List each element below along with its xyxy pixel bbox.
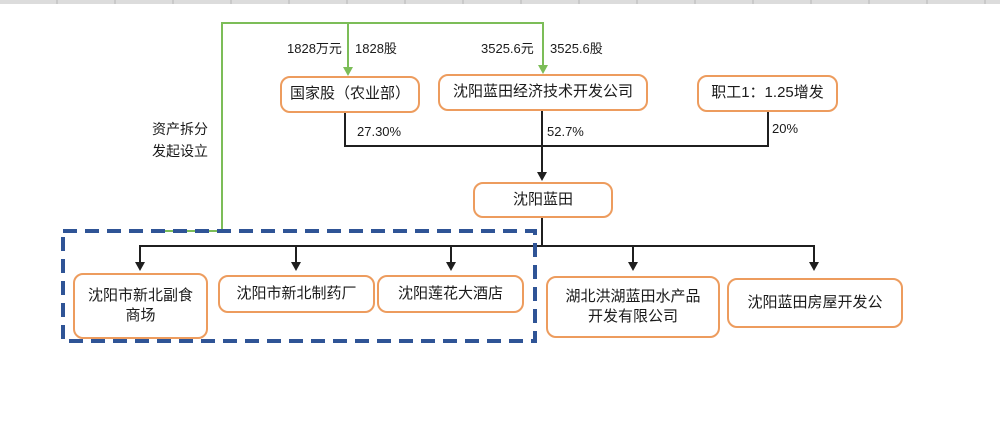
connector-company-bottom	[541, 218, 543, 247]
split-line-drop-2	[542, 22, 544, 65]
connector-stub-employee	[767, 112, 769, 147]
top-edge-artifact	[0, 0, 1000, 4]
capital-shares-left: 1828股	[355, 41, 397, 56]
connector-drop-subsidiary-3	[450, 245, 452, 263]
split-line-foot	[155, 230, 223, 232]
capital-amount-left: 1828万元	[287, 41, 342, 56]
node-label: 沈阳蓝田经济技术开发公司	[452, 83, 633, 101]
connector-drop-subsidiary-5	[813, 245, 815, 263]
node-state-share: 国家股（农业部）	[280, 76, 420, 113]
stake-label-state-share: 27.30%	[357, 124, 402, 139]
node-dev-company: 沈阳蓝田经济技术开发公司	[438, 74, 648, 111]
connector-drop-subsidiary-1	[139, 245, 141, 263]
node-label: 沈阳市新北副食 商场	[87, 286, 193, 324]
node-label: 湖北洪湖蓝田水产品 开发有限公司	[565, 287, 701, 325]
arrowhead-down-icon	[537, 172, 547, 181]
capital-amount-right: 3525.6元	[481, 41, 534, 56]
connector-drop-subsidiary-2	[295, 245, 297, 263]
node-label: 沈阳莲花大酒店	[397, 284, 503, 302]
node-label: 国家股（农业部）	[289, 85, 410, 103]
arrowhead-down-icon	[446, 262, 456, 271]
split-line-left-vertical	[221, 22, 223, 232]
node-subsidiary-pharma-factory: 沈阳市新北制药厂	[218, 275, 375, 313]
asset-split-note: 资产拆分 发起设立	[152, 121, 208, 159]
stake-label-dev-company: 52.7%	[547, 124, 584, 139]
arrowhead-down-icon	[291, 262, 301, 271]
stake-label-employee: 20%	[772, 121, 799, 136]
node-label: 沈阳蓝田房屋开发公	[747, 293, 883, 311]
split-line-top	[221, 22, 544, 24]
node-subsidiary-aquatic-products: 湖北洪湖蓝田水产品 开发有限公司	[546, 276, 720, 338]
capital-shares-right: 3525.6股	[550, 41, 603, 56]
arrowhead-down-green-icon	[343, 67, 353, 76]
node-subsidiary-hotel: 沈阳莲花大酒店	[377, 275, 524, 313]
connector-rail-top	[344, 145, 769, 147]
arrowhead-down-green-icon	[538, 65, 548, 74]
node-subsidiary-real-estate: 沈阳蓝田房屋开发公	[727, 278, 903, 328]
node-company: 沈阳蓝田	[473, 182, 613, 218]
arrowhead-down-icon	[809, 262, 819, 271]
connector-drop-subsidiary-4	[632, 245, 634, 263]
arrowhead-down-icon	[135, 262, 145, 271]
connector-stub-state-share	[344, 113, 346, 147]
node-label: 职工1：1.25增发	[711, 84, 824, 102]
arrowhead-down-icon	[628, 262, 638, 271]
node-employee-issue: 职工1：1.25增发	[697, 75, 838, 112]
node-subsidiary-food-market: 沈阳市新北副食 商场	[73, 273, 208, 339]
node-label: 沈阳市新北制药厂	[236, 284, 357, 302]
split-line-drop-1	[347, 22, 349, 67]
node-label: 沈阳蓝田	[512, 190, 573, 208]
connector-main-vertical	[541, 111, 543, 173]
connector-rail-bottom	[139, 245, 815, 247]
